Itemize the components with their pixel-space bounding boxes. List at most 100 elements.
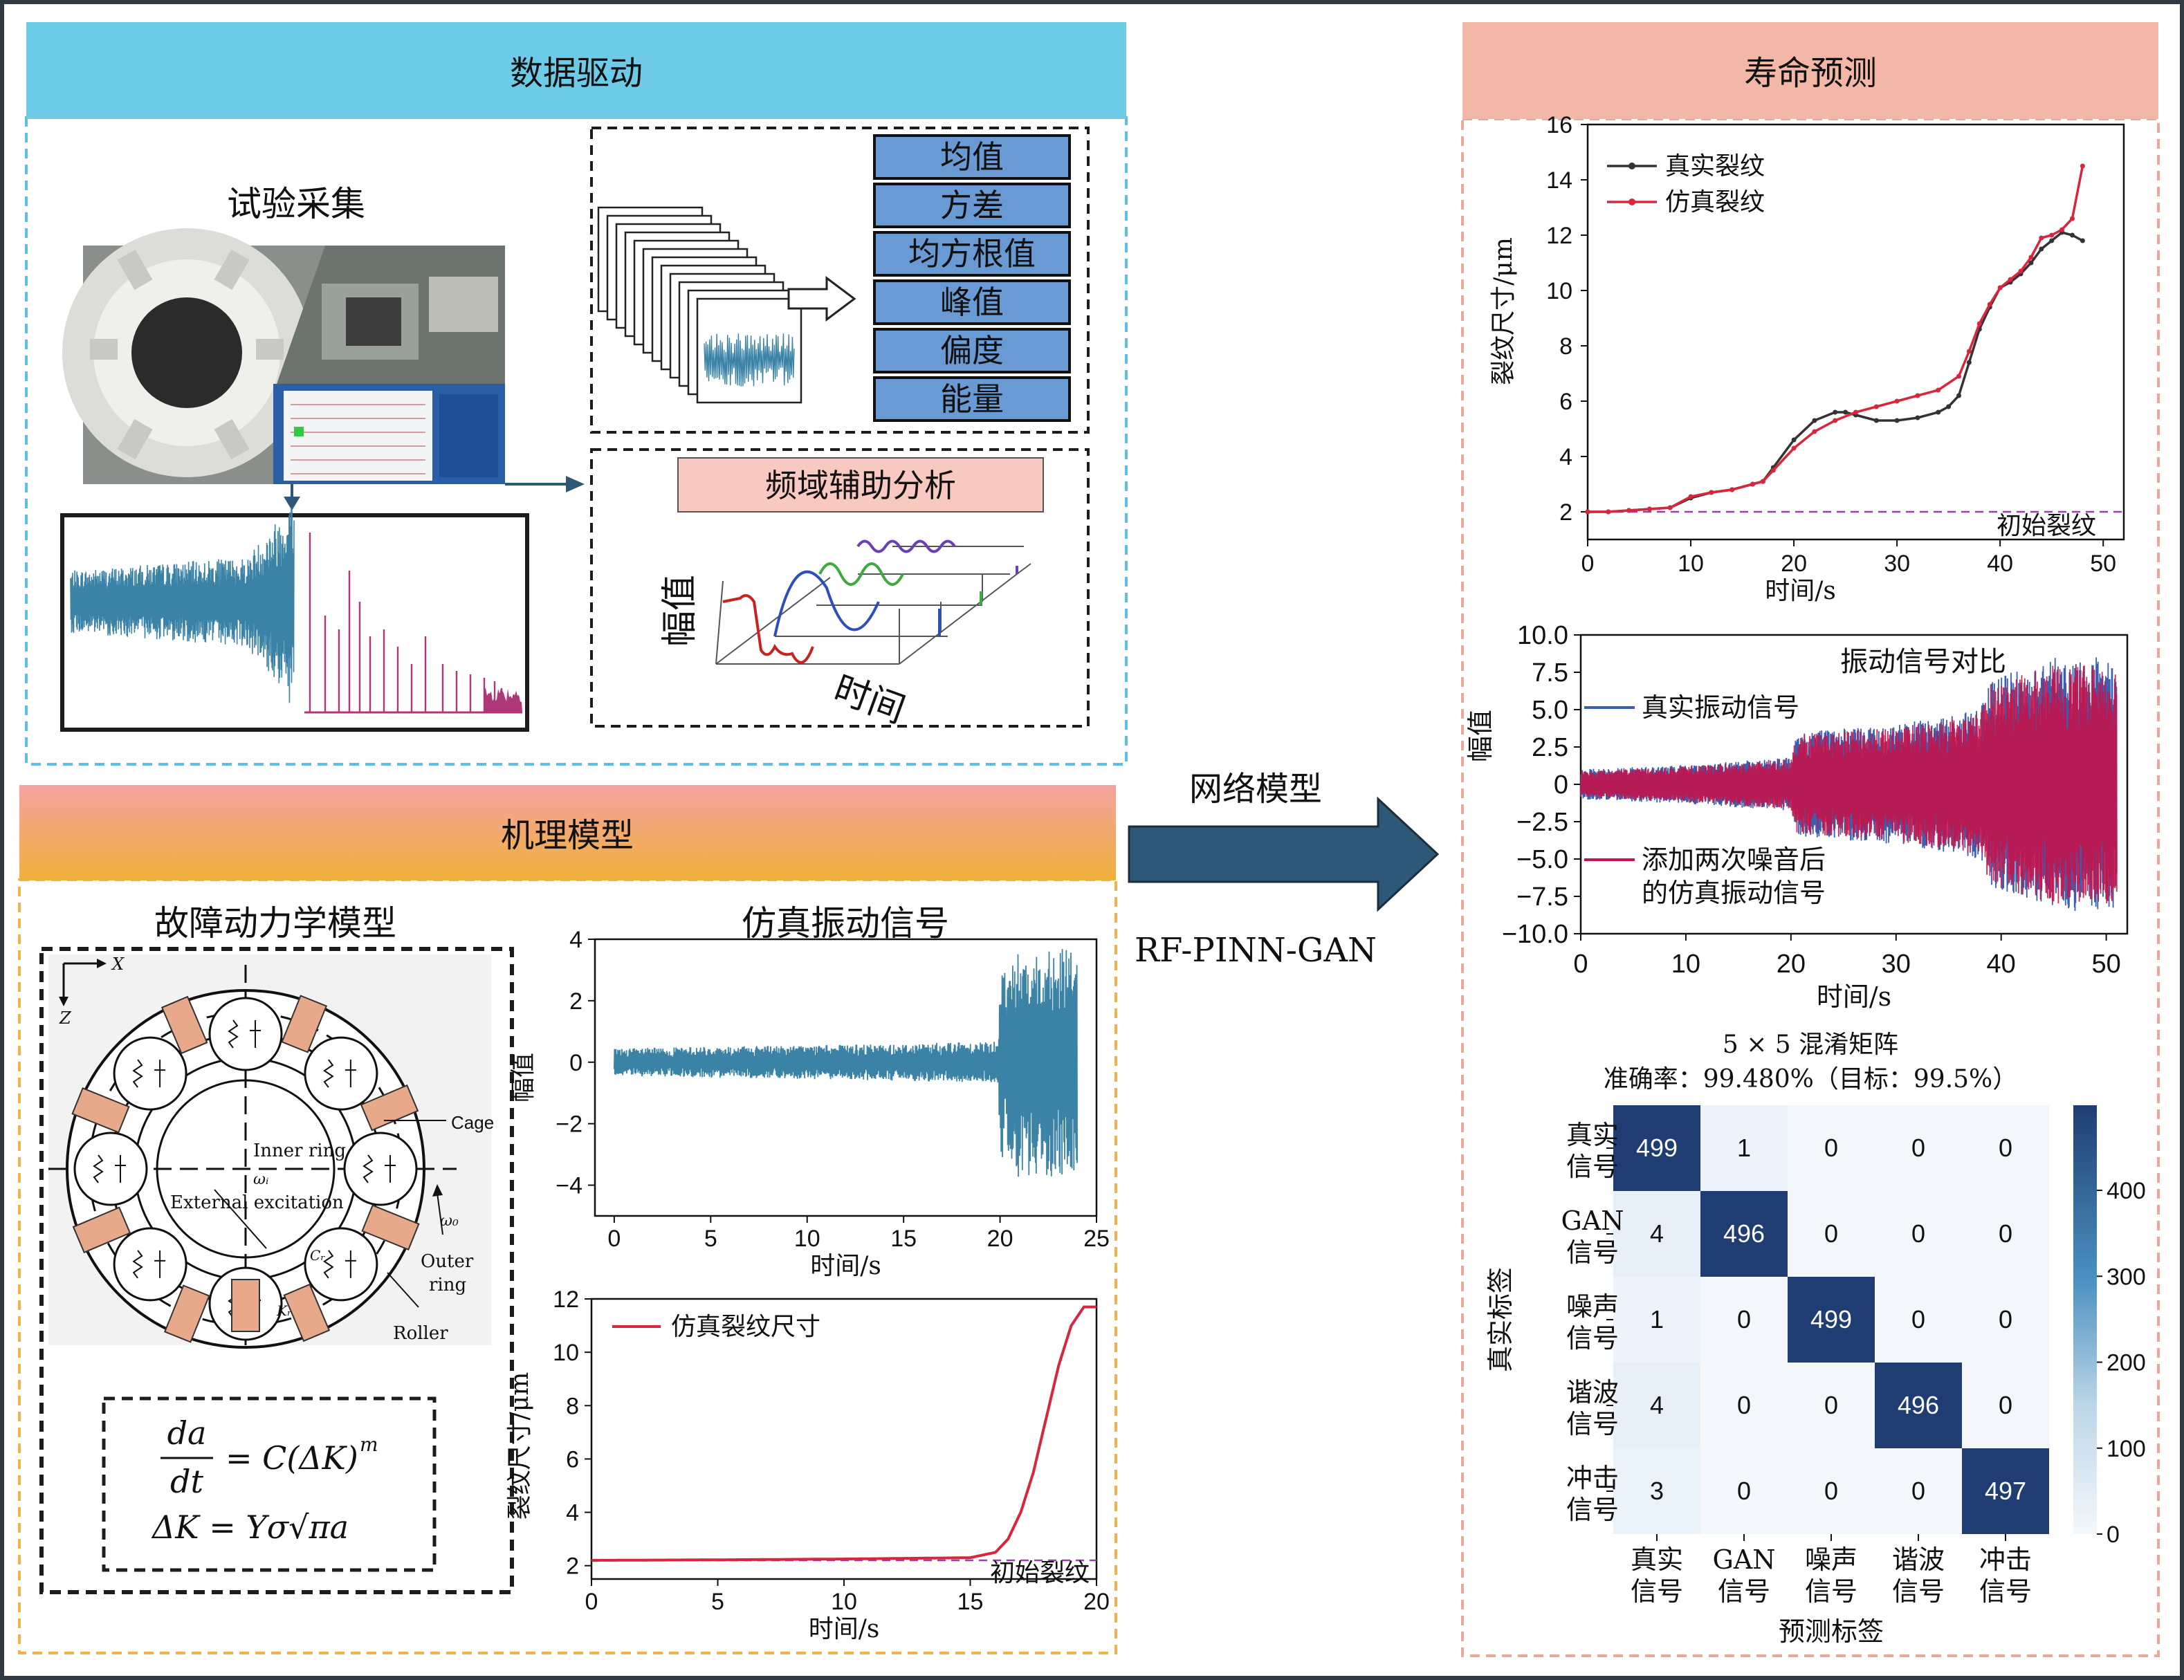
row-label-line2: 信号 (1566, 1323, 1619, 1354)
crack-point (2059, 227, 2065, 232)
x-tick-label: 15 (890, 1226, 917, 1252)
cm-cell (1875, 1363, 1962, 1448)
omega-i-label: ωᵢ (253, 1171, 268, 1188)
crack-point (1894, 398, 1900, 404)
cm-cell-value: 0 (1824, 1134, 1838, 1162)
crack-point (2049, 232, 2055, 238)
colorbar-tick-label: 200 (2107, 1350, 2146, 1376)
feature-extraction-box (590, 127, 1090, 434)
row-label-line1: 谐波 (1566, 1377, 1619, 1407)
col-label-line1: 谐波 (1892, 1544, 1945, 1575)
x-tick-label: 10 (794, 1226, 820, 1252)
crack-point (1956, 393, 1961, 398)
cm-cell (1700, 1277, 1788, 1363)
cage-label: Cage (451, 1112, 494, 1133)
initial-crack-annotation: 初始裂纹 (990, 1559, 1090, 1587)
x-tick-label: 15 (957, 1589, 984, 1615)
crack-point (1853, 409, 1858, 415)
photo-to-signal-arrow (284, 484, 300, 510)
life-border (1461, 118, 2160, 1657)
network-arrow (1128, 796, 1440, 912)
row-label-line1: 噪声 (1566, 1291, 1619, 1322)
cm-cell (1962, 1105, 2049, 1191)
x-axis-label: 时间/s (810, 1252, 881, 1280)
row-label-line1: GAN (1561, 1206, 1624, 1236)
colorbar-tick-label: 400 (2107, 1178, 2146, 1204)
roller-block (163, 1284, 210, 1343)
feature-box (873, 328, 1071, 373)
x-tick-label: 10 (831, 1589, 857, 1615)
roller-block (283, 1283, 331, 1342)
crack-point (1688, 494, 1694, 499)
y-tick-label: 0 (569, 1050, 582, 1076)
cm-cell (1613, 1448, 1700, 1534)
data-driven-title: 数据驱动 (510, 54, 643, 93)
y-tick-label: 2 (566, 1553, 579, 1580)
vib-chart-title: 振动信号对比 (1840, 646, 2006, 678)
y-tick-label: 2.5 (1532, 733, 1568, 762)
formula-line2: ΔK = Yσ√πa (151, 1508, 349, 1546)
raw-time-signal (70, 507, 295, 703)
roller-circle (113, 1036, 187, 1111)
mechanism-panel: 机理模型 故障动力学模型 仿真振动信号 X Z Cage Inner ring … (18, 785, 1117, 1654)
external-excitation-label: External excitation (170, 1192, 344, 1213)
crack-point (1987, 302, 1992, 307)
crack-point (2080, 163, 2085, 169)
cm-cell-value: 0 (1737, 1391, 1751, 1419)
row-label-line1: 冲击 (1566, 1463, 1619, 1493)
damping-c-label: Cᵣ (310, 1247, 325, 1264)
y-axis-label: 幅值 (509, 1053, 538, 1102)
crack-point (1606, 509, 1611, 515)
crack-point (1750, 481, 1755, 487)
axis-z-label: Z (59, 1008, 72, 1028)
crack-point (1585, 509, 1590, 515)
crack-point (2039, 235, 2044, 241)
col-label-line1: 冲击 (1979, 1544, 2032, 1575)
roller-circle (113, 1227, 187, 1302)
col-label-line1: 噪声 (1805, 1544, 1857, 1575)
crack-point (1646, 506, 1652, 512)
cm-cell-value: 0 (1911, 1305, 1925, 1333)
x-tick-label: 50 (2091, 950, 2120, 979)
freq-analysis-box (590, 448, 1090, 728)
freq-title-box (677, 457, 1044, 513)
freq-ylabel: 幅值 (659, 575, 701, 647)
y-tick-label: −2 (556, 1111, 582, 1138)
cm-cell-value: 1 (1650, 1305, 1664, 1333)
fault-model-title: 故障动力学模型 (154, 903, 396, 943)
feature-label: 能量 (940, 380, 1004, 418)
cm-subtitle: 准确率：99.480%（目标：99.5%） (1604, 1065, 2018, 1093)
spring-damper (132, 1059, 166, 1088)
crack-point (1812, 429, 1817, 434)
freq-3d-illustration (715, 539, 1031, 665)
outer-ring-label: Outer (421, 1251, 474, 1272)
y-axis-label: 裂纹尺寸/μm (506, 1372, 534, 1520)
x-tick-label: 5 (704, 1226, 717, 1252)
roller-block (71, 1087, 130, 1134)
row-label-line2: 信号 (1566, 1409, 1619, 1439)
col-label-line2: 信号 (1718, 1576, 1770, 1607)
legend-sim-line1: 添加两次噪音后 (1642, 844, 1826, 875)
crack-point (2018, 268, 2024, 274)
roller-block-bottom (231, 1279, 260, 1332)
plot-frame (1586, 123, 2125, 541)
legend-real: 真实裂纹 (1665, 152, 1765, 181)
feature-label: 偏度 (940, 332, 1004, 369)
spring-damper (228, 1019, 261, 1049)
sim-crack-line (591, 1305, 1096, 1562)
frame-signal-trace (704, 333, 795, 387)
cm-cell (1613, 1277, 1700, 1363)
cm-cell (1613, 1191, 1700, 1277)
y-tick-label: 7.5 (1532, 658, 1568, 687)
x-tick-label: 20 (1781, 551, 1807, 577)
formula-rhs: = C(ΔK) (226, 1439, 358, 1477)
mechanism-title: 机理模型 (501, 816, 634, 855)
cm-cell-value: 0 (1911, 1477, 1925, 1505)
cm-title: 5 × 5 混淆矩阵 (1723, 1031, 1898, 1059)
cm-cell (1700, 1363, 1788, 1448)
inner-ring-label: Inner ring (253, 1141, 346, 1161)
